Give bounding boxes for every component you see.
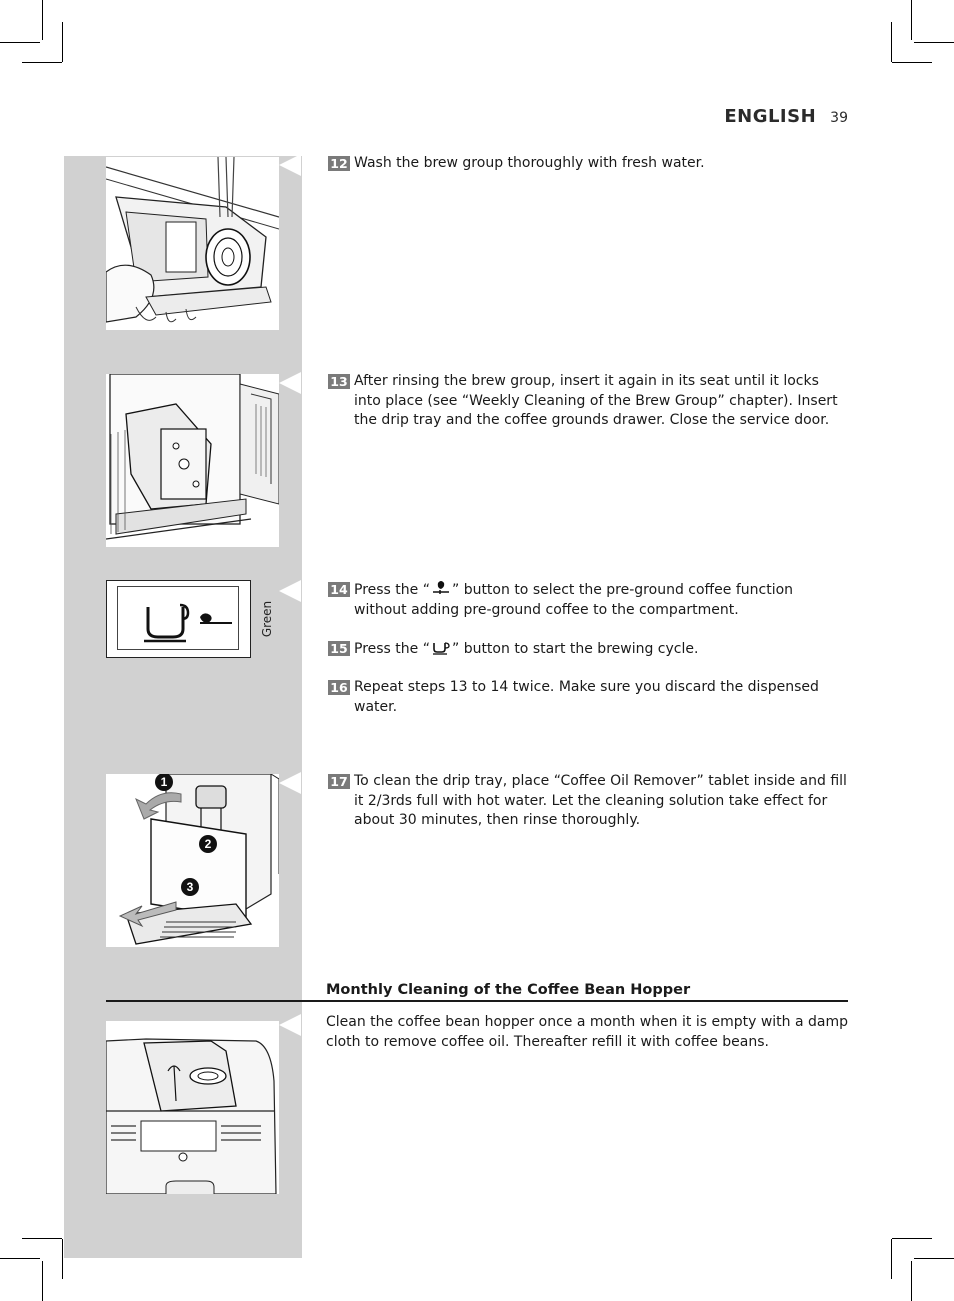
callout-3: 3: [187, 880, 194, 894]
step-number-badge: 17: [328, 774, 350, 789]
pointer-arrow: [279, 580, 301, 602]
step-number-badge: 15: [328, 641, 350, 656]
crop-mark: [0, 1258, 40, 1259]
crop-mark: [892, 1238, 932, 1239]
step-12: 12 Wash the brew group thoroughly with f…: [328, 154, 848, 174]
crop-mark: [911, 1261, 912, 1301]
step-text: Press the “ ” button to start the brewing…: [354, 639, 848, 660]
pre-ground-coffee-icon: [432, 581, 449, 594]
page-number: 39: [830, 110, 848, 126]
step-text-post: ” button to select the pre-ground coffee…: [354, 582, 794, 618]
step-text: Repeat steps 13 to 14 twice. Make sure y…: [354, 679, 819, 715]
language-label: ENGLISH: [724, 106, 817, 127]
step-text: To clean the drip tray, place “Coffee Oi…: [354, 773, 847, 828]
crop-mark: [22, 1238, 62, 1239]
step-text: Press the “” button to select the pre-gr…: [354, 580, 848, 620]
callout-2: 2: [205, 837, 212, 851]
bean-hopper-illustration: [106, 1021, 279, 1194]
section-divider: [106, 1000, 848, 1002]
drip-tray-removal-illustration: 1 2 3: [106, 774, 279, 947]
step-text-post: ” button to start the brewing cycle.: [451, 641, 699, 657]
pointer-arrow: [279, 154, 301, 176]
section-title: Monthly Cleaning of the Coffee Bean Hopp…: [326, 982, 691, 998]
display-color-label: Green: [256, 596, 278, 642]
crop-mark: [911, 0, 912, 40]
cup-and-preground-icon: [144, 603, 232, 643]
step-text: Wash the brew group thoroughly with fres…: [354, 155, 705, 171]
crop-mark: [22, 62, 62, 63]
espresso-cup-icon: [432, 642, 450, 655]
brew-group-wash-illustration: [106, 157, 279, 330]
brew-group-insert-illustration: [106, 374, 279, 547]
crop-mark: [62, 1239, 63, 1279]
crop-mark: [42, 0, 43, 40]
side-label-text: Green: [260, 600, 274, 638]
step-16: 16 Repeat steps 13 to 14 twice. Make sur…: [328, 678, 848, 717]
crop-mark: [914, 1258, 954, 1259]
step-number-badge: 14: [328, 582, 350, 597]
crop-mark: [891, 22, 892, 62]
crop-mark: [62, 22, 63, 62]
page-header: ENGLISH 39: [724, 106, 848, 127]
step-17: 17 To clean the drip tray, place “Coffee…: [328, 772, 848, 831]
step-13: 13 After rinsing the brew group, insert …: [328, 372, 848, 431]
section-body: Clean the coffee bean hopper once a mont…: [326, 1014, 848, 1050]
pointer-arrow: [279, 1014, 301, 1036]
step-15: 15 Press the “ ” button to start the brew…: [328, 639, 848, 660]
step-number-badge: 16: [328, 680, 350, 695]
step-text-pre: Press the “: [354, 641, 430, 657]
step-number-badge: 12: [328, 156, 350, 171]
display-screen: [117, 586, 239, 650]
crop-mark: [0, 42, 40, 43]
step-text-pre: Press the “: [354, 582, 430, 598]
crop-mark: [914, 42, 954, 43]
callout-1: 1: [161, 775, 168, 789]
pointer-arrow: [279, 372, 301, 394]
pointer-arrow: [279, 772, 301, 794]
step-14: 14 Press the “” button to select the pre…: [328, 580, 848, 620]
crop-mark: [891, 1239, 892, 1279]
step-text: After rinsing the brew group, insert it …: [354, 373, 838, 428]
crop-mark: [42, 1261, 43, 1301]
step-number-badge: 13: [328, 374, 350, 389]
machine-display: [106, 580, 251, 658]
crop-mark: [892, 62, 932, 63]
